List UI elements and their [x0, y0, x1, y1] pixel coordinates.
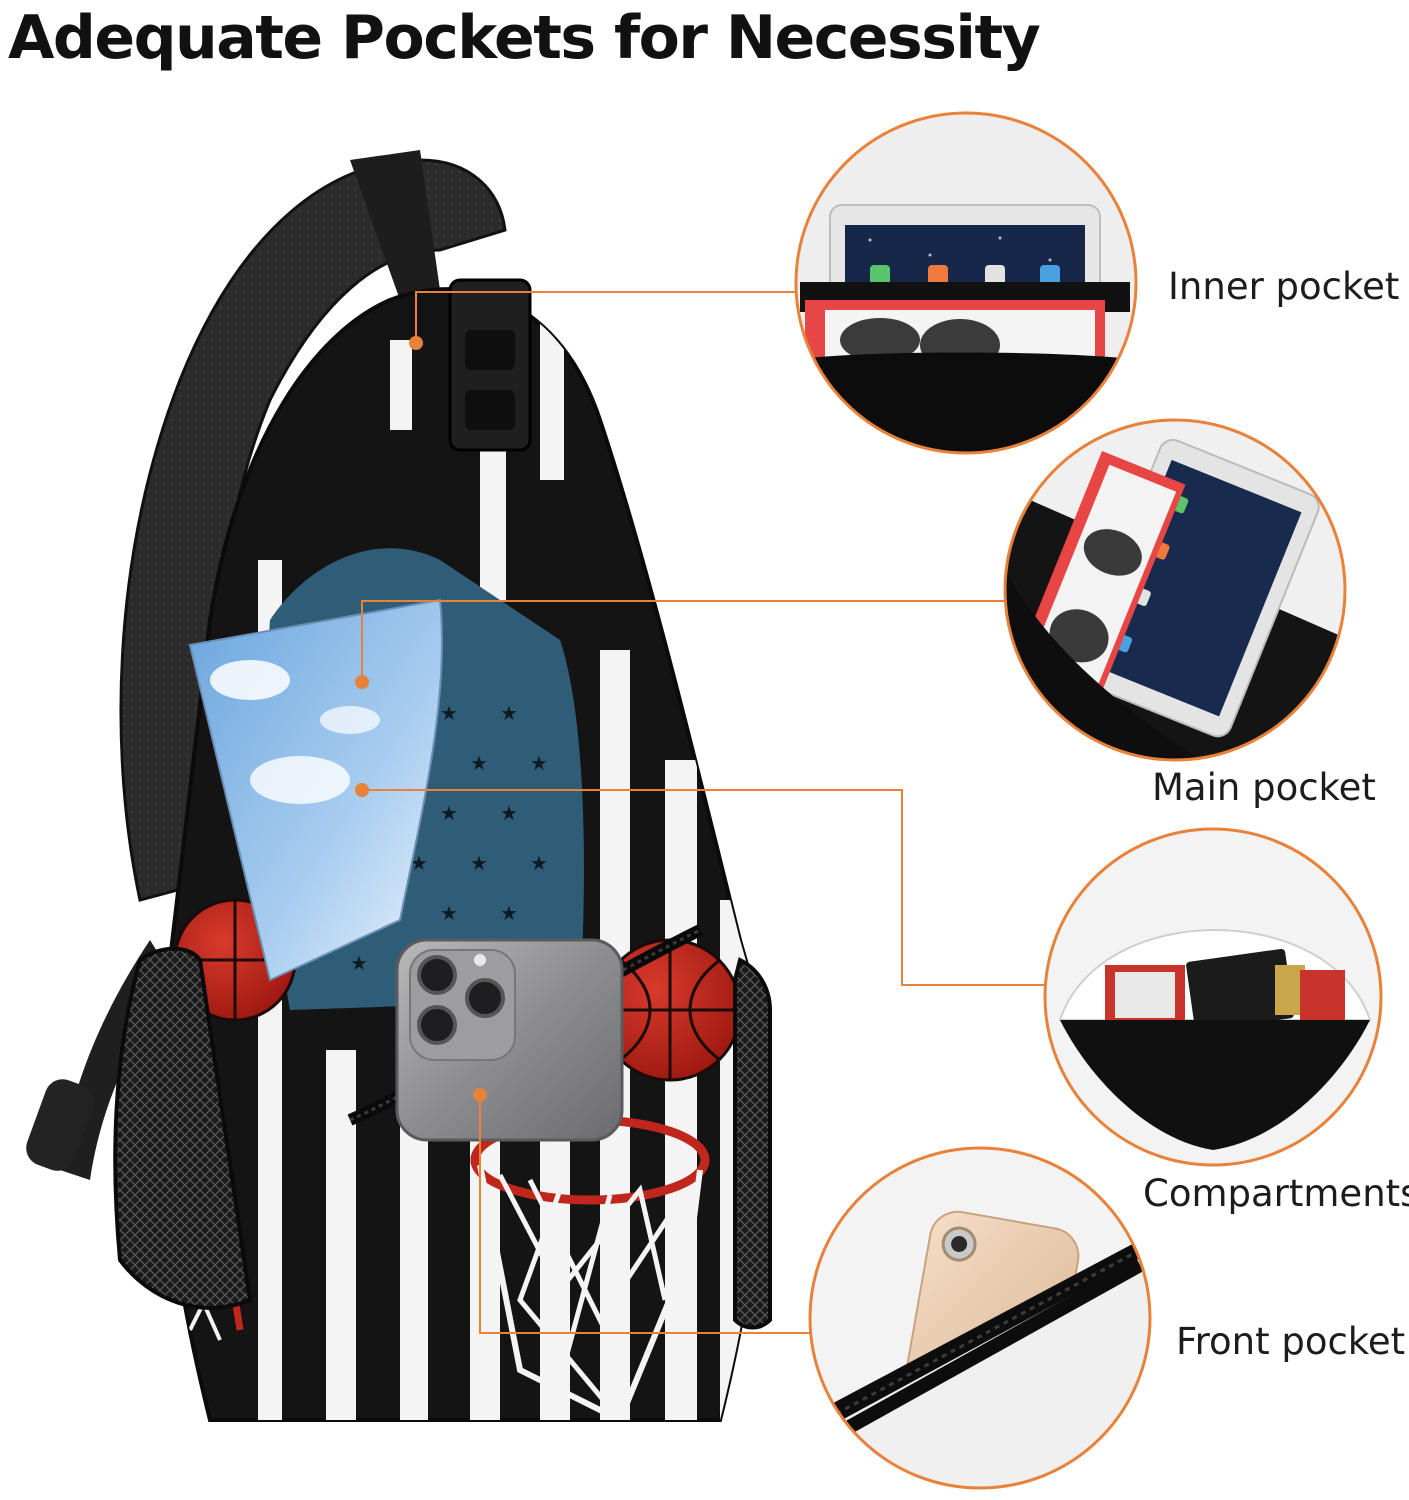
callout-lines [361, 291, 1046, 1334]
page-title: Adequate Pockets for Necessity [8, 3, 1041, 73]
smartphone-in-front-pocket [395, 938, 624, 1142]
label-front-pocket: Front pocket [1176, 1320, 1406, 1363]
svg-text:★: ★ [440, 701, 458, 725]
side-mesh-pocket-right [733, 957, 772, 1330]
detail-front-pocket [808, 1146, 1152, 1490]
book-in-main-pocket [188, 598, 443, 982]
label-compartments: Compartments [1143, 1172, 1409, 1215]
svg-text:★: ★ [530, 851, 548, 875]
svg-text:★: ★ [470, 851, 488, 875]
svg-text:★: ★ [440, 801, 458, 825]
side-mesh-pocket-left [113, 946, 253, 1310]
svg-text:★: ★ [410, 851, 428, 875]
strap-buckle [448, 278, 532, 452]
label-inner-pocket: Inner pocket [1168, 265, 1400, 308]
svg-text:★: ★ [470, 751, 488, 775]
callout-dots [355, 336, 487, 1102]
detail-main-pocket [1003, 418, 1347, 762]
label-main-pocket: Main pocket [1152, 766, 1376, 809]
svg-text:★: ★ [500, 801, 518, 825]
svg-text:★: ★ [440, 901, 458, 925]
svg-text:★: ★ [500, 701, 518, 725]
detail-inner-pocket [794, 111, 1138, 455]
svg-text:★: ★ [530, 751, 548, 775]
detail-compartments [1043, 827, 1383, 1167]
svg-text:★: ★ [350, 951, 368, 975]
svg-text:★: ★ [500, 901, 518, 925]
